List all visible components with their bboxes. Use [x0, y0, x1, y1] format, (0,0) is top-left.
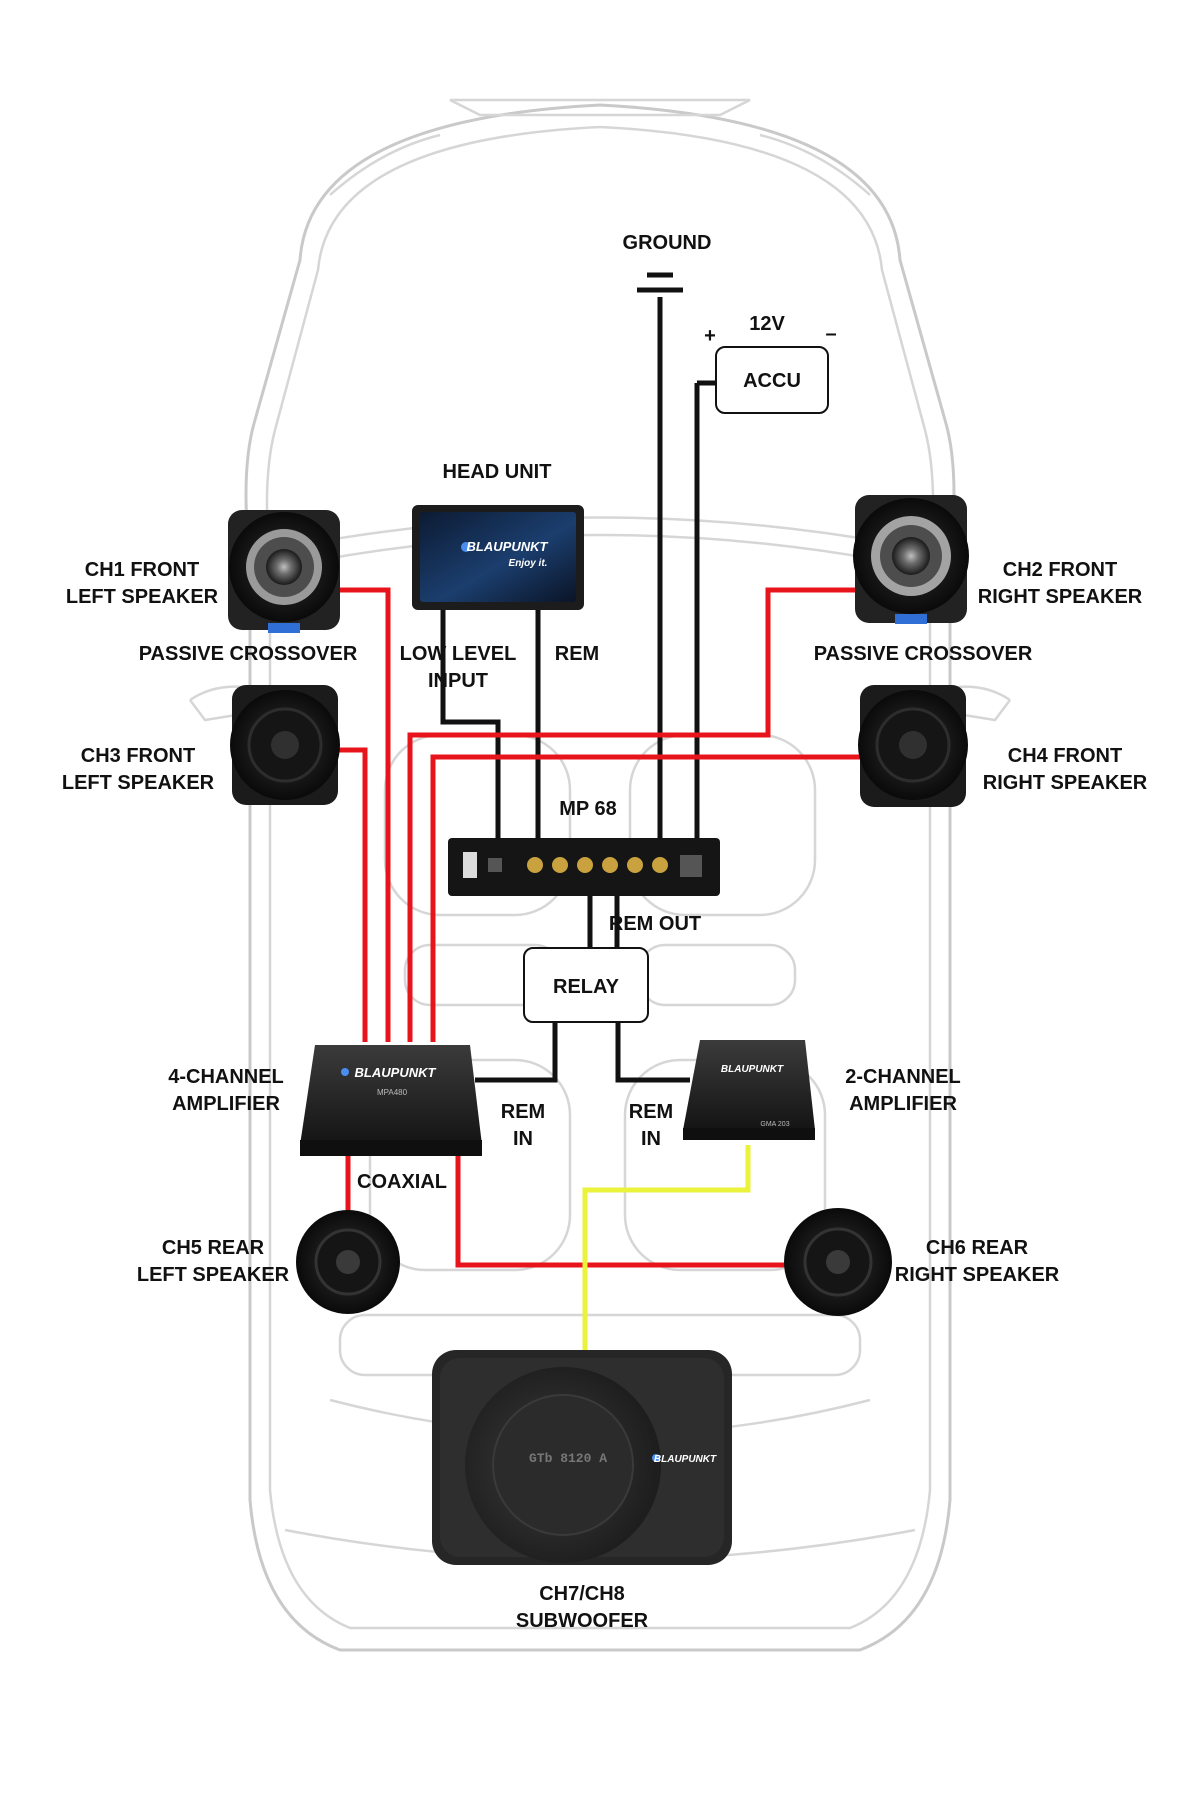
- amp2-label-line2: AMPLIFIER: [849, 1093, 957, 1115]
- low-level-input-label-line2: INPUT: [428, 670, 488, 692]
- ch6-label-line1: CH6 REAR: [926, 1237, 1029, 1259]
- ch5-label-line2: LEFT SPEAKER: [137, 1264, 290, 1286]
- relay-label: RELAY: [553, 976, 620, 998]
- rem-in-right-line2: IN: [641, 1128, 661, 1150]
- ch4-front-right-speaker: [858, 685, 968, 807]
- head-unit: BLAUPUNKT Enjoy it.: [412, 505, 584, 610]
- low-level-input-wire: [440, 608, 501, 845]
- rem-label: REM: [555, 643, 599, 665]
- amp4-label-line1: 4-CHANNEL: [168, 1066, 284, 1088]
- ch6-rear-right-speaker: [784, 1208, 892, 1316]
- ch3-front-left-speaker: [230, 685, 340, 805]
- ch1-label-line2: LEFT SPEAKER: [66, 586, 219, 608]
- ground-label: GROUND: [623, 232, 712, 254]
- subwoofer-wire: [582, 1145, 751, 1352]
- ch5-label-line1: CH5 REAR: [162, 1237, 265, 1259]
- amp2-label-line1: 2-CHANNEL: [845, 1066, 961, 1088]
- passive-crossover-left-label: PASSIVE CROSSOVER: [139, 643, 358, 665]
- coaxial-label: COAXIAL: [357, 1171, 447, 1193]
- accu-label: ACCU: [743, 370, 801, 392]
- amp2-brand: BLAUPUNKT: [721, 1064, 784, 1075]
- head-unit-label: HEAD UNIT: [443, 461, 552, 483]
- ch3-wire: [338, 747, 368, 1042]
- rem-in-left-line1: REM: [501, 1101, 545, 1123]
- ch4-wire: [430, 754, 860, 1042]
- rem-in-right-wire: [615, 1020, 690, 1083]
- amp2-model: GMA 203: [760, 1121, 789, 1128]
- ch2-wire: [407, 587, 860, 1042]
- amp4-model: MPA480: [377, 1088, 408, 1097]
- plus-sign: +: [704, 325, 716, 347]
- ground-symbol: [637, 272, 683, 293]
- ch2-label-line1: CH2 FRONT: [1003, 559, 1117, 581]
- voltage-label: 12V: [749, 313, 785, 335]
- passive-crossover-right-label: PASSIVE CROSSOVER: [814, 643, 1033, 665]
- rem-in-left-line2: IN: [513, 1128, 533, 1150]
- ch3-label-line1: CH3 FRONT: [81, 745, 195, 767]
- ch1-front-left-speaker: [228, 510, 340, 633]
- 4-channel-amplifier: BLAUPUNKT MPA480: [300, 1045, 482, 1156]
- subwoofer-label-line2: SUBWOOFER: [516, 1610, 649, 1632]
- head-unit-brand: BLAUPUNKT: [467, 539, 549, 554]
- rem-in-left-wire: [475, 1020, 558, 1083]
- mp68-dsp: [448, 838, 720, 896]
- 2-channel-amplifier: BLAUPUNKT GMA 203: [683, 1040, 815, 1140]
- ch4-label-line1: CH4 FRONT: [1008, 745, 1122, 767]
- rem-in-right-line1: REM: [629, 1101, 673, 1123]
- ch6-label-line2: RIGHT SPEAKER: [895, 1264, 1060, 1286]
- amp4-brand: BLAUPUNKT: [355, 1065, 437, 1080]
- relay-box: [523, 947, 649, 1023]
- rem-out-label: REM OUT: [609, 913, 701, 935]
- accu-box: [715, 346, 829, 414]
- subwoofer-model: GTb 8120 A: [529, 1451, 607, 1466]
- wires: [338, 297, 860, 1352]
- ch2-front-right-speaker: [853, 495, 969, 624]
- ch5-rear-left-speaker: [296, 1210, 400, 1314]
- subwoofer-label-line1: CH7/CH8: [539, 1583, 625, 1605]
- subwoofer-brand: BLAUPUNKT: [654, 1454, 717, 1465]
- ch4-label-line2: RIGHT SPEAKER: [983, 772, 1148, 794]
- ch3-label-line2: LEFT SPEAKER: [62, 772, 215, 794]
- ch1-label-line1: CH1 FRONT: [85, 559, 199, 581]
- ch2-label-line2: RIGHT SPEAKER: [978, 586, 1143, 608]
- head-unit-tagline: Enjoy it.: [509, 558, 548, 569]
- subwoofer: GTb 8120 A BLAUPUNKT: [432, 1350, 732, 1565]
- amp4-label-line2: AMPLIFIER: [172, 1093, 280, 1115]
- ch6-wire: [455, 1155, 795, 1268]
- mp68-label: MP 68: [559, 798, 616, 820]
- minus-sign: –: [825, 323, 836, 345]
- low-level-input-label-line1: LOW LEVEL: [400, 643, 517, 665]
- ch1-wire: [338, 587, 391, 1042]
